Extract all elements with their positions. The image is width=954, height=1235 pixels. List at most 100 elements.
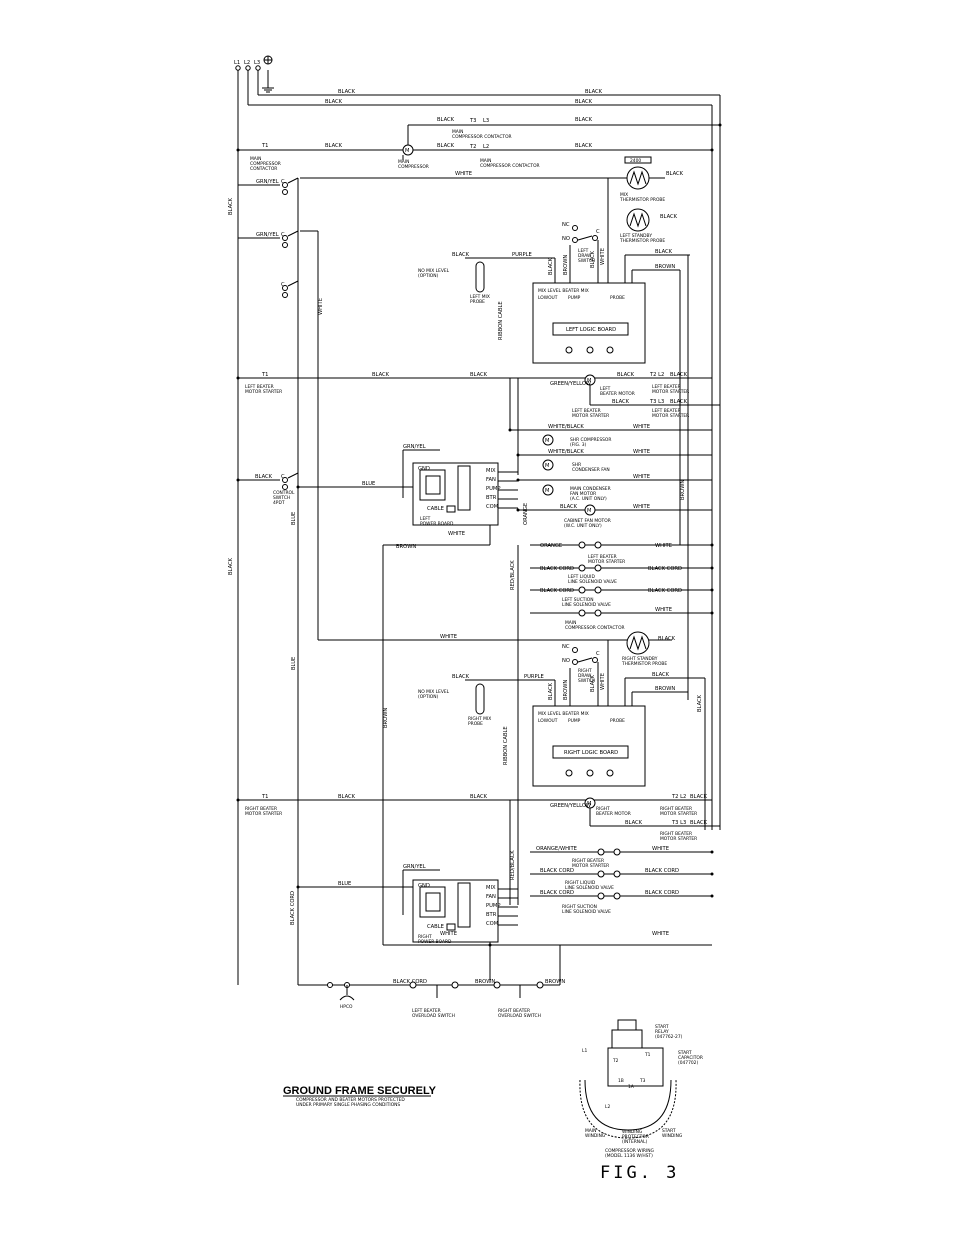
fig3-l2: L2 — [605, 1104, 610, 1110]
shr-condenser-fan-icon — [542, 459, 554, 471]
wire-label-white: WHITE — [652, 846, 669, 852]
left-logic-probe: PROBE — [610, 295, 625, 301]
fans-section: WHITE WHITE/BLACK M SHR COMPRESSOR(FIG. … — [510, 255, 712, 700]
wire-label-blue: BLUE — [291, 512, 297, 525]
wire-label-black: BLACK — [670, 399, 688, 405]
wire-label-red-black: RED/BLACK — [510, 560, 516, 590]
wire-label-brown: BROWN — [383, 708, 389, 728]
right-power-board-pin-3: BTR — [486, 912, 497, 918]
left-logic-pump: PUMP — [568, 295, 581, 301]
wire-label-white: WHITE — [652, 931, 669, 937]
wire-label-black: BLACK — [228, 197, 234, 215]
left-cable-label: CABLE — [427, 506, 444, 512]
terminal-t1: T1 — [261, 143, 268, 149]
wire-label-black: BLACK — [255, 474, 273, 480]
fig3-t1: T1 — [644, 1052, 651, 1058]
wire-label-black: BLACK — [575, 117, 593, 123]
motor-symbol: M — [545, 488, 549, 494]
wire-label-grn-yel: GRN/YEL — [403, 444, 426, 450]
left-standby-thermistor-icon — [626, 208, 650, 232]
shr-compressor-label: SHR COMPRESSOR(FIG. 3) — [570, 437, 611, 448]
wire-label-black: BLACK — [590, 674, 596, 692]
motor-symbol: M — [545, 463, 549, 469]
cabinet-fan-icon — [584, 504, 596, 516]
right-draw-switch-c: C — [596, 651, 600, 657]
right-logic-board: MIX LEVEL BEATER MIX LOWOUT PUMP PROBE R… — [503, 705, 646, 787]
wire-label-white: WHITE — [633, 424, 650, 430]
wire-label-orange-white: ORANGE/WHITE — [536, 846, 577, 852]
wire-label-black: BLACK — [652, 672, 670, 678]
wire-label-black: BLACK — [452, 252, 470, 258]
wire-label-black: BLACK — [470, 794, 488, 800]
wire-label-black: BLACK — [437, 143, 455, 149]
left-mix-probe-icon — [475, 261, 485, 293]
fig3-1b: 1B — [618, 1078, 624, 1084]
wire-label-black: BLACK — [670, 372, 688, 378]
wire-label-black: BLACK — [625, 820, 643, 826]
wire-label-white: WHITE — [440, 634, 457, 640]
wire-label-white: WHITE — [440, 931, 457, 937]
wire-label-black: BLACK — [660, 214, 678, 220]
wire-label-black: BLACK — [470, 372, 488, 378]
wire-label-white: WHITE — [600, 673, 606, 690]
wire-label-brown: BROWN — [655, 686, 675, 692]
right-mix-probe-icon — [475, 683, 485, 715]
wire-label-white-black: WHITE/BLACK — [548, 449, 584, 455]
main-condenser-fan-icon — [542, 484, 554, 496]
junction-dots — [236, 123, 722, 947]
motor-symbol: M — [587, 801, 591, 807]
wire-label-black: BLACK — [228, 557, 234, 575]
wire-label-white: WHITE — [633, 449, 650, 455]
right-power-board-pin-4: COM — [486, 921, 498, 927]
left-logic-board: MIX LEVEL BEATER MIX LOWOUT PUMP PROBE L… — [498, 282, 646, 364]
wire-label-brown: BROWN — [655, 264, 675, 270]
wire-label-black: BLACK — [658, 636, 676, 642]
wire-label-black: BLACK — [560, 504, 578, 510]
mix-thermistor-icon — [626, 166, 650, 190]
fig3-l1: L1 — [582, 1048, 587, 1054]
left-power-board-pin-0: MIX — [486, 468, 496, 474]
right-power-board-pin-0: MIX — [486, 885, 496, 891]
no-mix-level-label: NO MIX LEVEL(OPTION) — [418, 268, 450, 279]
wire-label-black-cord: BLACK CORD — [540, 566, 574, 572]
wire-label-black: BLACK — [575, 99, 593, 105]
wire-label-white: WHITE — [318, 298, 324, 315]
terminal-t3-l3: T3 L3 — [649, 399, 664, 405]
left-power-board: GRN/YEL GND MIX FAN PUMP BTR COM CABLE L… — [298, 444, 529, 945]
right-power-board-gnd: GND — [418, 883, 430, 889]
wire-label-white: WHITE — [655, 607, 672, 613]
right-logic-header: MIX LEVEL BEATER MIX — [538, 711, 589, 717]
wire-label-brown: BROWN — [563, 680, 569, 700]
wire-label-grn-yel: GRN/YEL — [256, 232, 279, 238]
wire-label-white-black: WHITE/BLACK — [548, 424, 584, 430]
draw-switch-no: NO — [562, 236, 570, 242]
wire-label-white: WHITE — [655, 543, 672, 549]
wire-label-white: WHITE — [448, 531, 465, 537]
wire-label-black: BLACK — [452, 674, 470, 680]
terminal-t2: T2 — [469, 144, 476, 150]
right-cable-label: CABLE — [427, 924, 444, 930]
wire-label-black-cord: BLACK CORD — [393, 979, 427, 985]
left-logic-header: MIX LEVEL BEATER MIX — [538, 288, 589, 294]
switch-c: C — [281, 282, 285, 288]
power-supply: L1 L2 L3 — [234, 55, 274, 985]
